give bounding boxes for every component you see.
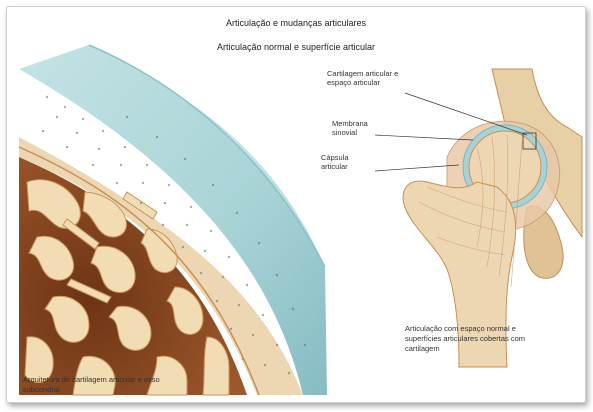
cartilage-front-face <box>19 45 327 395</box>
left-figure-caption: Arquitetura de cartilagem articular e os… <box>23 375 160 394</box>
label-synovial-membrane: Membrana sinovial <box>332 119 368 137</box>
detail-marker-box <box>522 132 537 150</box>
trabecular-bone-network <box>24 179 230 396</box>
leader-line-cartilage <box>404 92 528 136</box>
page-subtitle: Articulação normal e superfície articula… <box>216 42 376 52</box>
hip-joint-illustration <box>402 68 583 368</box>
right-figure-caption: Articulação com espaço normal e superfíc… <box>405 324 526 353</box>
label-cartilage: Cartilagem articular e espaço articular <box>327 69 399 87</box>
figure-card: Articulação e mudanças articulares Artic… <box>6 6 586 403</box>
leader-line-synovial <box>374 134 474 141</box>
chondrocytes <box>41 95 307 375</box>
cartilage-block-illustration <box>18 44 583 396</box>
leader-line-capsule <box>374 164 460 172</box>
tidemark-line <box>18 146 260 396</box>
subchondral-bone-layer <box>19 137 303 395</box>
ischium-bone <box>523 205 564 279</box>
page-title: Articulação e mudanças articulares <box>225 18 367 28</box>
femur-shaft <box>402 180 517 368</box>
label-joint-capsule: Cápsula articular <box>321 153 349 171</box>
